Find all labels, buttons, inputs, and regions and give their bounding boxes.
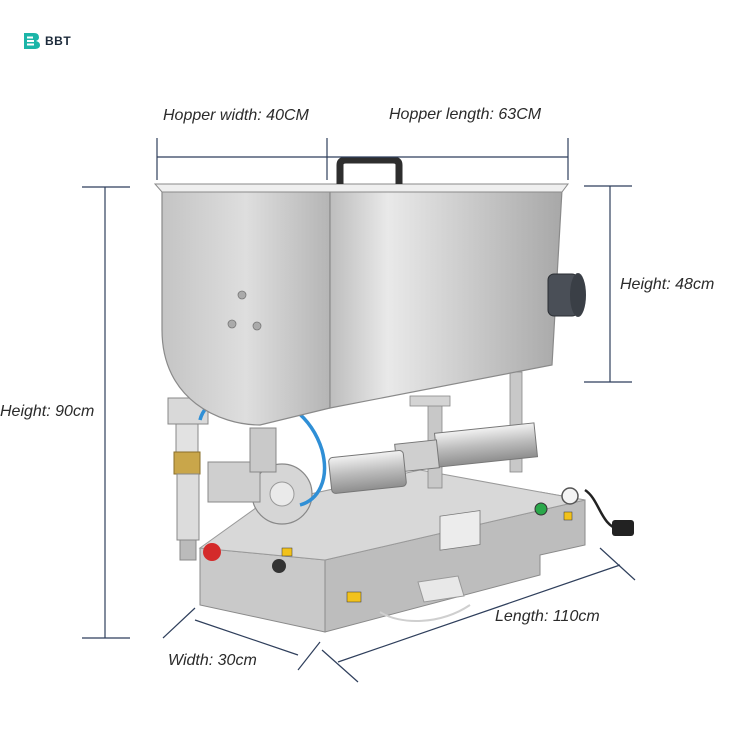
- hopper-handle: [336, 156, 403, 184]
- metering-cylinder: [328, 450, 407, 494]
- power-plug: [612, 520, 634, 536]
- logo-text: BBT: [45, 34, 72, 48]
- dimension-lines: [82, 138, 636, 683]
- length-label: Length: 110cm: [495, 608, 600, 625]
- width-label: Width: 30cm: [168, 652, 257, 669]
- hopper-height-label: Height: 48cm: [620, 276, 715, 293]
- total-height-label: Height: 90cm: [0, 403, 95, 420]
- brand-logo: BBT: [22, 31, 71, 51]
- rotary-valve: [207, 427, 313, 525]
- filling-nozzle: [167, 397, 209, 561]
- machine-base: [198, 469, 586, 633]
- pneumatic-cylinder: [394, 422, 539, 473]
- foot-pedal: [379, 575, 471, 622]
- mixer-motor: [547, 273, 586, 317]
- hopper: [153, 183, 569, 426]
- logo-icon: [24, 33, 40, 49]
- hopper-length-label: Hopper length: 63CM: [389, 106, 542, 123]
- hopper-width-label: Hopper width: 40CM: [163, 107, 309, 124]
